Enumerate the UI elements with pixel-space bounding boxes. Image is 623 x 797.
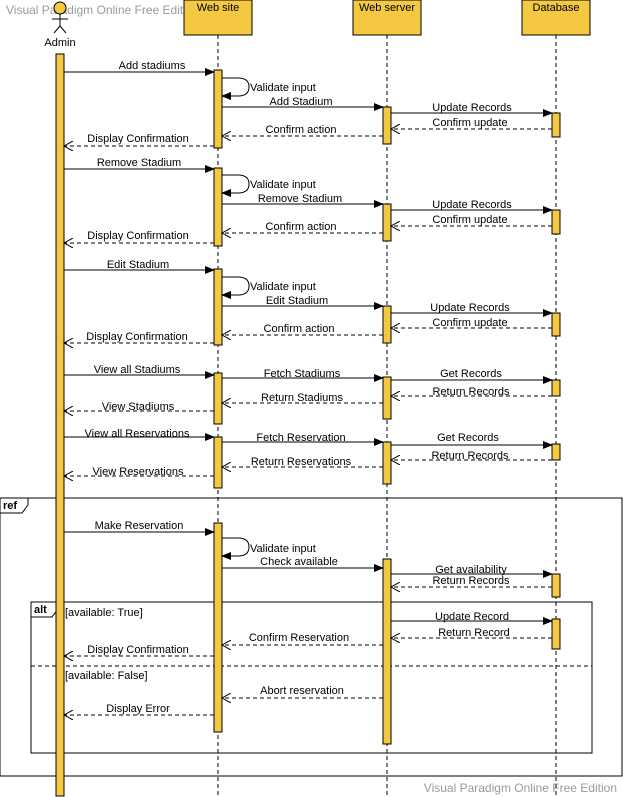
activation-webserver — [382, 203, 392, 242]
message-label: Confirm update — [432, 317, 507, 329]
message-label: Check available — [260, 556, 338, 568]
lifeline-webserver-label: Web server — [359, 2, 415, 14]
message-label: Display Error — [106, 703, 170, 715]
activation-website — [213, 436, 223, 489]
message-label: Update Record — [435, 611, 509, 623]
message-label: View all Stadiums — [94, 364, 181, 376]
activation-website — [213, 372, 223, 425]
activation-webserver — [382, 305, 392, 344]
self-message-arrow — [221, 537, 250, 560]
message-label: Update Records — [432, 199, 512, 211]
message-label: View all Reservations — [85, 428, 190, 440]
activation-database — [551, 573, 561, 598]
message-label: Edit Stadium — [266, 295, 328, 307]
message-label: Return Record — [438, 627, 510, 639]
message-label: Remove Stadium — [97, 157, 181, 169]
activation-database — [551, 618, 561, 650]
lifeline-database-label: Database — [532, 2, 579, 14]
message-label: Return Records — [431, 450, 509, 462]
activation-admin — [55, 53, 65, 797]
message-label: View Stadiums — [102, 401, 175, 413]
lifeline-website-label: Web site — [197, 2, 240, 14]
alt-fragment: alt [available: True] [available: False] — [30, 601, 593, 754]
message-label: Display Confirmation — [87, 230, 188, 242]
lifeline-head-website: Web site — [183, 0, 253, 36]
message-label: Get Records — [437, 432, 499, 444]
message-label: Confirm update — [432, 117, 507, 129]
message-label: Return Records — [432, 575, 510, 587]
actor-admin: Admin — [44, 1, 76, 49]
lifeline-head-database: Database — [521, 0, 591, 36]
message-label: Return Records — [432, 386, 510, 398]
alt-guard-true: [available: True] — [65, 607, 143, 619]
actor-left-leg — [53, 25, 61, 34]
message-label: Display Confirmation — [86, 331, 187, 343]
message-label: Validate input — [250, 82, 316, 94]
activation-webserver — [382, 106, 392, 145]
activation-database — [551, 443, 561, 461]
activation-database — [551, 379, 561, 397]
message-label: Remove Stadium — [258, 193, 342, 205]
activation-website — [213, 167, 223, 247]
message-label: Display Confirmation — [87, 133, 188, 145]
activation-database — [551, 312, 561, 337]
message-label: Validate input — [250, 281, 316, 293]
actor-head — [53, 1, 67, 15]
activation-website — [213, 522, 223, 733]
message-label: Update Records — [432, 102, 512, 114]
message-label: Fetch Reservation — [256, 432, 345, 444]
self-message-arrow — [221, 77, 250, 100]
actor-label: Admin — [44, 37, 75, 49]
message-label: Confirm action — [266, 221, 337, 233]
watermark-bottom: Visual Paradigm Online Free Edition — [423, 781, 617, 795]
message-label: Add stadiums — [119, 60, 186, 72]
message-label: Confirm Reservation — [249, 632, 349, 644]
activation-webserver — [382, 558, 392, 745]
message-label: Edit Stadium — [107, 259, 169, 271]
message-label: Return Reservations — [251, 456, 352, 468]
message-label: Update Records — [430, 302, 510, 314]
self-message-arrow — [221, 174, 250, 197]
message-label: Return Stadiums — [261, 392, 343, 404]
ref-fragment: ref — [0, 497, 623, 777]
message-label: Get Records — [440, 368, 502, 380]
message-label: Confirm action — [264, 323, 335, 335]
message-label: Display Confirmation — [87, 644, 188, 656]
message-label: Validate input — [250, 543, 316, 555]
message-label: Fetch Stadiums — [264, 368, 341, 380]
message-label: Confirm action — [266, 124, 337, 136]
message-label: View Reservations — [93, 466, 184, 478]
message-label: Abort reservation — [260, 685, 344, 697]
message-label: Validate input — [250, 179, 316, 191]
message-label: Add Stadium — [270, 96, 333, 108]
activation-website — [213, 69, 223, 149]
activation-website — [213, 268, 223, 346]
message-label: Make Reservation — [95, 520, 184, 532]
ref-fragment-label: ref — [3, 500, 17, 512]
alt-fragment-label: alt — [34, 604, 47, 616]
lifeline-head-webserver: Web server — [352, 0, 422, 36]
alt-guard-false: [available: False] — [65, 670, 148, 682]
message-label: Confirm update — [432, 214, 507, 226]
actor-right-leg — [59, 25, 67, 34]
activation-webserver — [382, 376, 392, 420]
activation-database — [551, 209, 561, 235]
self-message-arrow — [221, 276, 250, 299]
activation-webserver — [382, 441, 392, 485]
activation-database — [551, 112, 561, 138]
message-label: Get availability — [435, 564, 507, 576]
